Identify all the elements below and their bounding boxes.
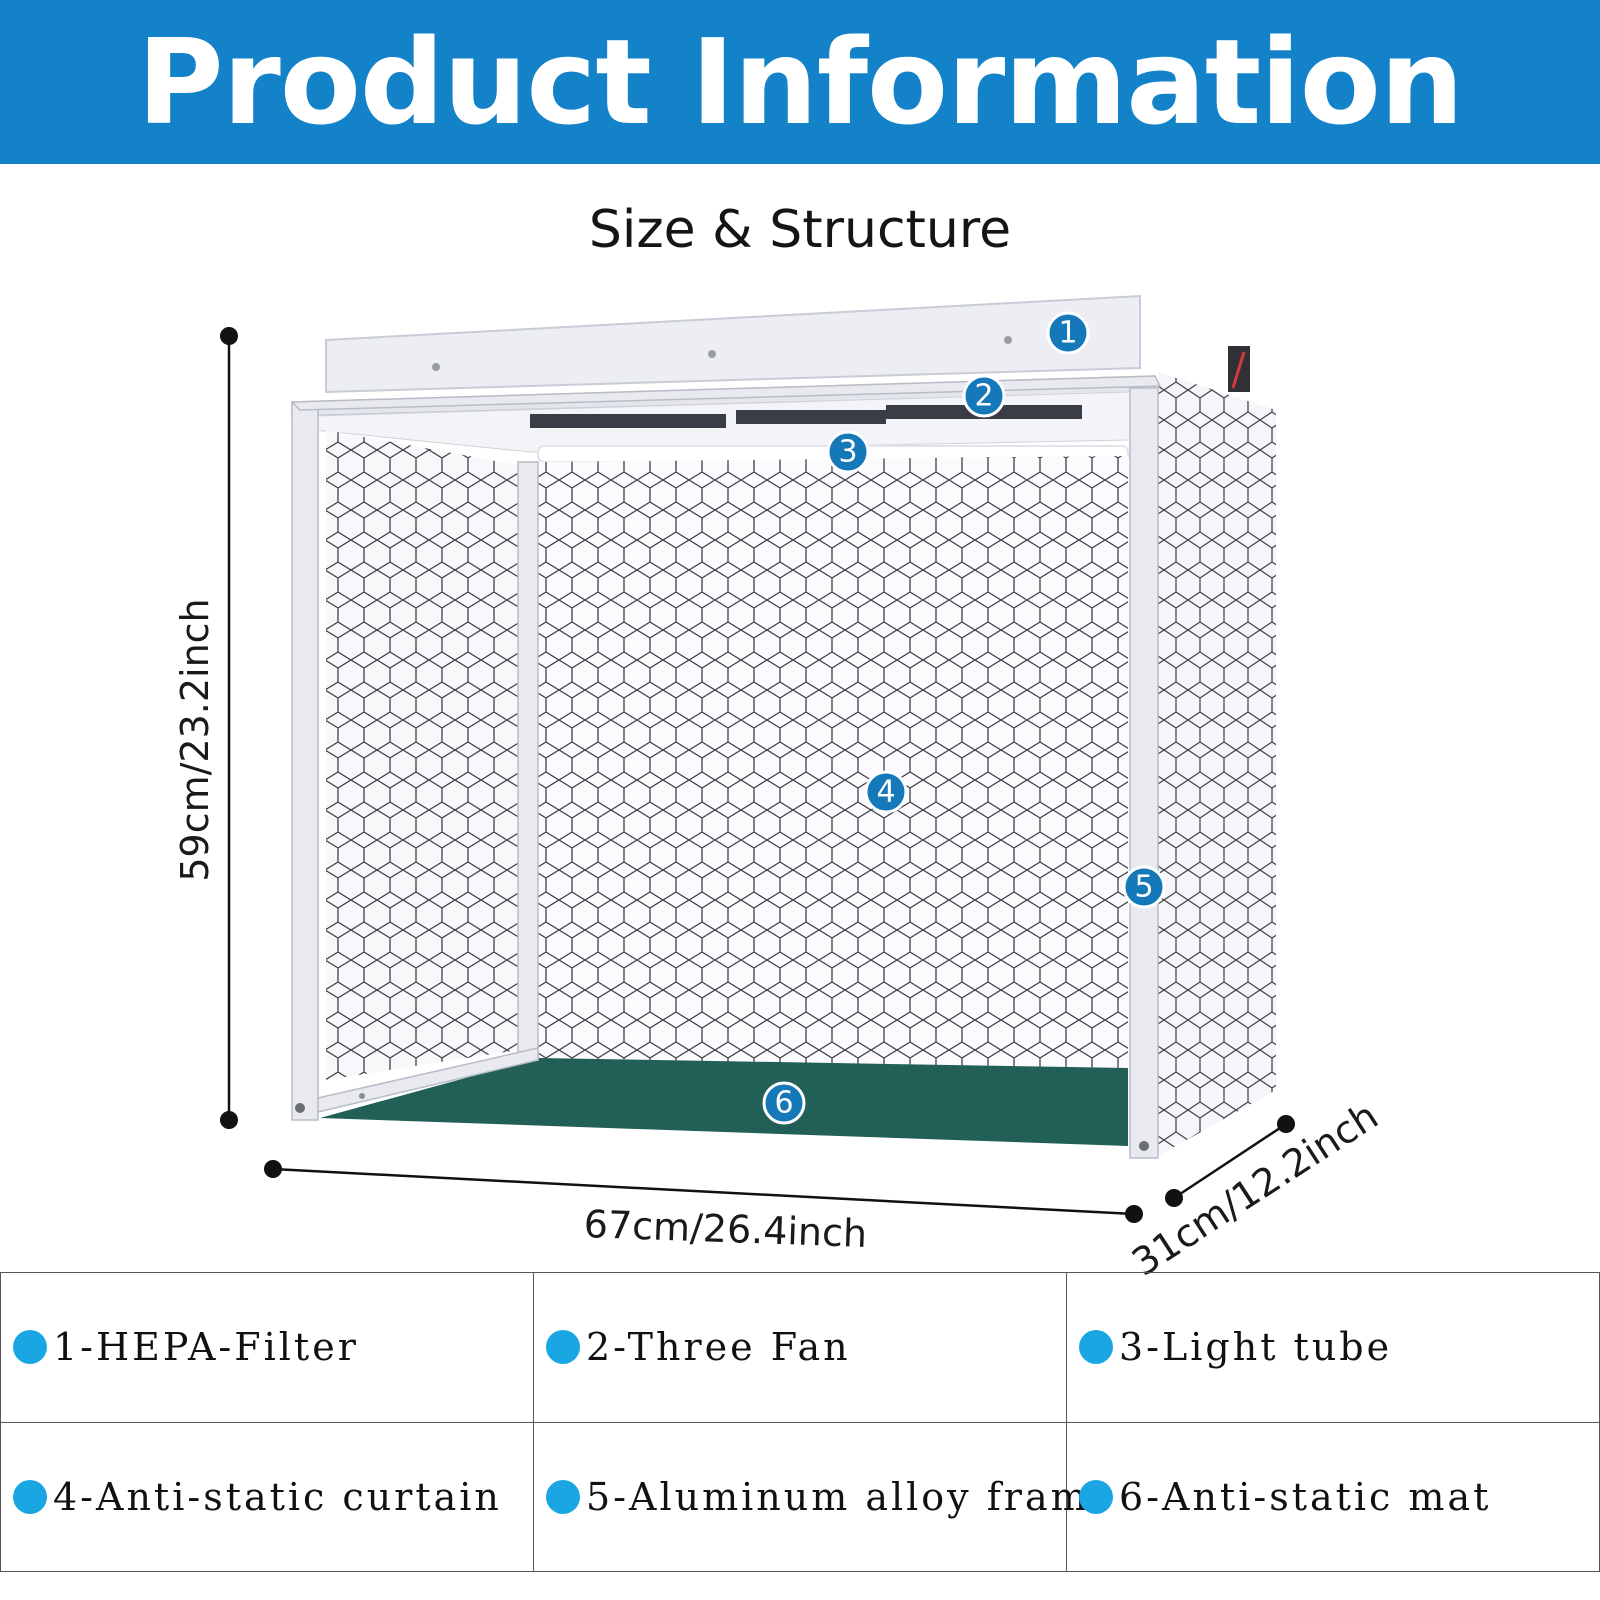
product-diagram: 59cm/23.2inch 67cm/26.4inch 31cm/12.2inc… (173, 294, 1386, 1285)
legend-item-anti-static-mat: 6-Anti-static mat (1119, 1474, 1492, 1519)
bullet-dot (13, 1479, 47, 1514)
bullet-dot (546, 1479, 580, 1514)
svg-text:4: 4 (876, 775, 895, 810)
svg-text:2: 2 (974, 379, 993, 414)
legend-item-three-fan: 2-Three Fan (586, 1325, 851, 1370)
legend-cell: 1-HEPA-Filter (0, 1272, 534, 1423)
back-curtain-mesh (538, 456, 1128, 1072)
svg-text:1: 1 (1058, 316, 1077, 351)
badge-3: 3 (826, 430, 870, 474)
badge-4: 4 (864, 770, 908, 814)
svg-text:6: 6 (774, 1086, 793, 1121)
anti-static-mat (320, 1058, 1128, 1146)
height-label: 59cm/23.2inch (173, 598, 217, 881)
height-dimension: 59cm/23.2inch (173, 327, 238, 1129)
legend-item-light-tube: 3-Light tube (1119, 1325, 1393, 1370)
legend-row: 1-HEPA-Filter 2-Three Fan 3-Light tube (0, 1272, 1600, 1423)
fan (736, 410, 886, 424)
legend-table: 1-HEPA-Filter 2-Three Fan 3-Light tube 4… (0, 1272, 1600, 1572)
width-dimension: 67cm/26.4inch (264, 1160, 1143, 1256)
fan (530, 414, 726, 428)
bullet-dot (1079, 1479, 1113, 1514)
bullet-dot (1079, 1330, 1113, 1365)
badge-6: 6 (762, 1081, 806, 1125)
legend-cell: 2-Three Fan (533, 1272, 1067, 1423)
bullet-dot (546, 1330, 580, 1365)
right-curtain-mesh (1158, 372, 1276, 1156)
header-banner: Product Information (0, 0, 1600, 164)
badge-1: 1 (1046, 311, 1090, 355)
hepa-filter-housing (325, 294, 1250, 394)
svg-text:3: 3 (838, 435, 857, 470)
legend-cell: 4-Anti-static curtain (0, 1421, 534, 1572)
page-title: Product Information (137, 13, 1464, 151)
badge-5: 5 (1122, 865, 1166, 909)
legend-item-aluminum-frame: 5-Aluminum alloy frame (586, 1474, 1116, 1519)
legend-item-hepa-filter: 1-HEPA-Filter (53, 1325, 359, 1370)
bullet-dot (13, 1330, 47, 1365)
svg-text:5: 5 (1134, 870, 1153, 905)
legend-cell: 6-Anti-static mat (1066, 1421, 1600, 1572)
legend-cell: 5-Aluminum alloy frame (533, 1421, 1112, 1572)
section-subtitle: Size & Structure (588, 200, 1012, 260)
aluminum-frame (290, 375, 1162, 1159)
legend-row: 4-Anti-static curtain 5-Aluminum alloy f… (0, 1421, 1600, 1572)
badge-2: 2 (962, 374, 1006, 418)
legend-item-anti-static-curtain: 4-Anti-static curtain (53, 1474, 502, 1519)
width-label: 67cm/26.4inch (583, 1202, 868, 1256)
left-curtain-mesh (326, 430, 518, 1080)
legend-cell: 3-Light tube (1066, 1272, 1600, 1423)
